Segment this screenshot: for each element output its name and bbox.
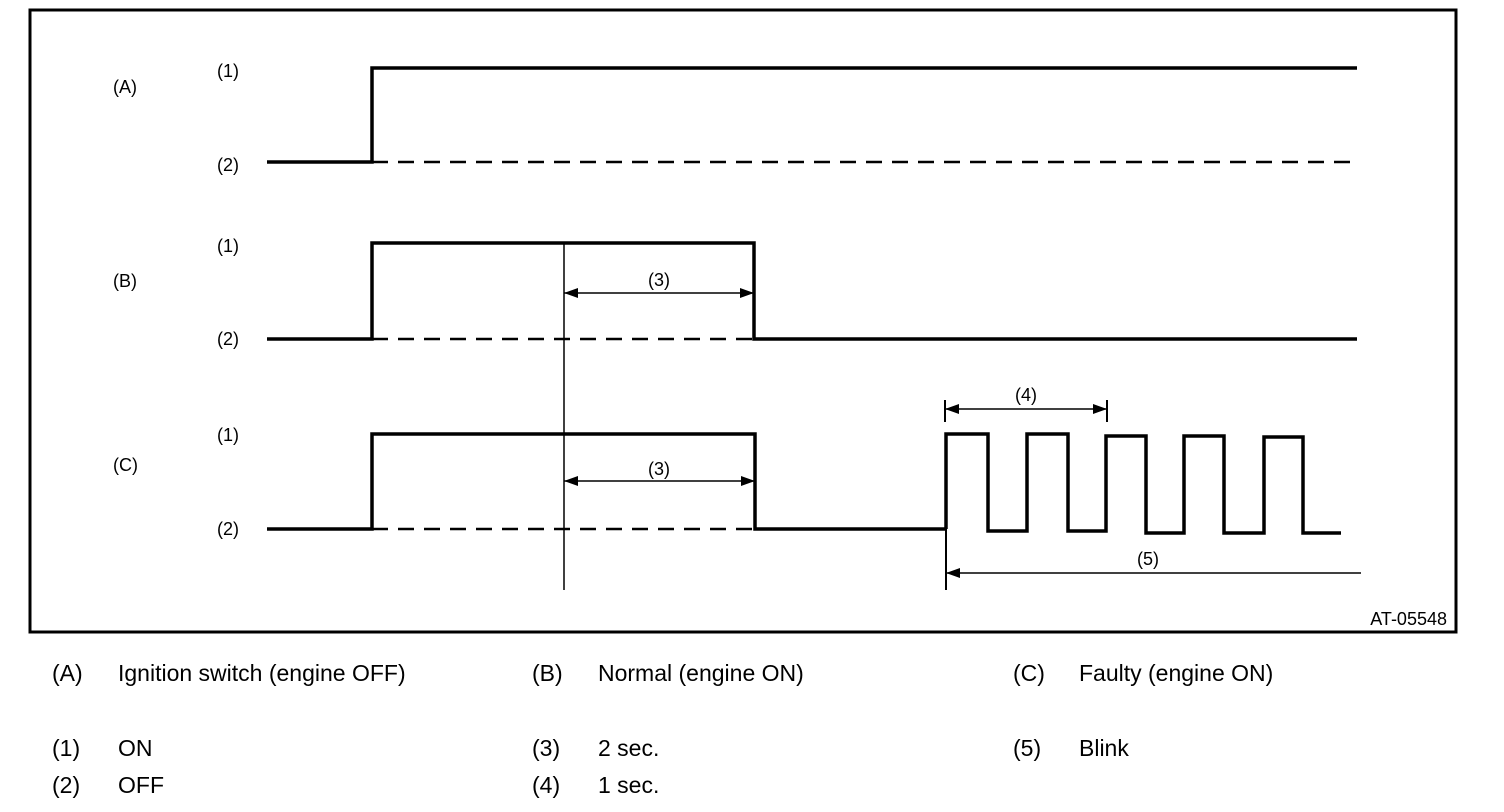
row-b-on-label: (1): [217, 236, 239, 256]
row-c-off-label: (2): [217, 519, 239, 539]
legend-text: Ignition switch (engine OFF): [118, 660, 406, 686]
legend-text: Normal (engine ON): [598, 660, 804, 686]
row-a-off-label: (2): [217, 155, 239, 175]
diagram-frame: [28, 8, 1458, 634]
legend-text: 2 sec.: [598, 735, 660, 761]
legend-key: (C): [1013, 660, 1045, 686]
legend-key: (A): [52, 660, 83, 686]
figure-id: AT-05548: [1370, 609, 1447, 629]
legend-key: (1): [52, 735, 81, 761]
legend-key: (2): [52, 772, 81, 798]
row-c-blink-waveform: [944, 432, 1341, 535]
legend-text: Faulty (engine ON): [1079, 660, 1274, 686]
legend-text: Blink: [1079, 735, 1129, 761]
legend-text: OFF: [118, 772, 164, 798]
row-c-on-label: (1): [217, 425, 239, 445]
row-b-waveform: [267, 241, 1357, 341]
row-a-on-label: (1): [217, 61, 239, 81]
legend-text: 1 sec.: [598, 772, 660, 798]
blink-period-label: (4): [1015, 385, 1037, 405]
legend-text: ON: [118, 735, 153, 761]
interval-label-b: (3): [648, 270, 670, 290]
legend-key: (4): [532, 772, 561, 798]
row-a-label: (A): [113, 77, 137, 97]
row-a-waveform: [267, 66, 1357, 164]
row-b-label: (B): [113, 271, 137, 291]
blink-span-label: (5): [1137, 549, 1159, 569]
legend-key: (B): [532, 660, 563, 686]
legend-key: (3): [532, 735, 561, 761]
row-b-off-label: (2): [217, 329, 239, 349]
interval-label-c: (3): [648, 459, 670, 479]
legend-key: (5): [1013, 735, 1042, 761]
row-c-label: (C): [113, 455, 138, 475]
